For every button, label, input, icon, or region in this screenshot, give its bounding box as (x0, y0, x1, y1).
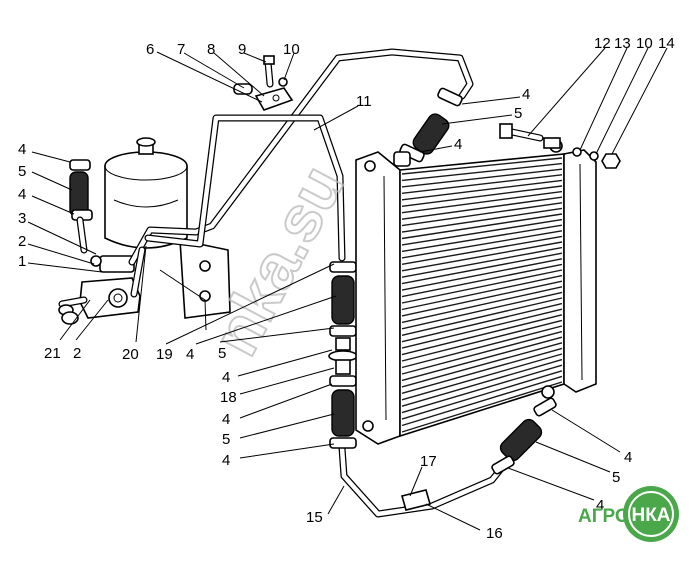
radiator-fin (401, 218, 563, 246)
callout-2-left: 2 (18, 233, 26, 250)
callout-4-right-a: 4 (624, 449, 632, 466)
callout-4-upper-hose-b: 4 (454, 136, 462, 153)
radiator-fin (401, 375, 563, 427)
callout-12: 12 (594, 35, 611, 52)
radiator-fin (401, 224, 563, 253)
callout-4-right-b: 4 (596, 497, 604, 514)
callout-16: 16 (486, 525, 503, 542)
radiator-fin (401, 213, 563, 240)
bolt-21 (61, 311, 79, 325)
callout-14: 14 (658, 35, 675, 52)
radiator-fins (401, 157, 563, 433)
callout-17: 17 (420, 453, 437, 470)
radiator-fin (401, 302, 563, 343)
callout-4-lower-b: 4 (222, 452, 230, 469)
radiator-fin (401, 325, 563, 369)
callout-9: 9 (238, 41, 246, 58)
fastener-set-top (233, 55, 294, 111)
radiator-fin (401, 342, 563, 388)
radiator-fin (401, 235, 563, 265)
callout-4-upper-hose-a: 4 (522, 86, 530, 103)
radiator-fin (401, 370, 563, 420)
upper-hose (399, 87, 463, 163)
radiator-fin (401, 297, 563, 336)
callout-11: 11 (356, 93, 372, 110)
callout-5-mid: 5 (218, 345, 226, 362)
radiator-fin (401, 364, 563, 414)
callout-8: 8 (207, 41, 215, 58)
callout-5-upper-hose: 5 (514, 105, 522, 122)
radiator-fin (401, 314, 563, 356)
radiator (355, 137, 597, 445)
radiator-fin (401, 274, 563, 311)
radiator-fin (401, 291, 563, 330)
callout-5-right: 5 (612, 469, 620, 486)
pipe-clamp (401, 489, 431, 511)
radiator-fin (401, 230, 563, 259)
fastener-set-right (499, 123, 621, 169)
radiator-fin (401, 286, 563, 324)
callout-5-left: 5 (18, 163, 26, 180)
radiator-fin (401, 185, 563, 207)
radiator-fin (401, 347, 563, 394)
callout-4-mid-a: 4 (186, 346, 194, 363)
callout-19: 19 (156, 346, 173, 363)
callout-4-left-a: 4 (18, 141, 26, 158)
logo-right-text: НКА (631, 505, 670, 526)
pipes (128, 48, 504, 518)
radiator-fin (401, 190, 563, 214)
callout-4-mid-b: 4 (222, 369, 230, 386)
radiator-fin (401, 319, 563, 362)
radiator-fin (401, 308, 563, 349)
callout-13: 13 (614, 35, 631, 52)
callout-7: 7 (177, 41, 185, 58)
callout-1: 1 (18, 253, 26, 270)
callout-4-left-b: 4 (18, 186, 26, 203)
radiator-fin (401, 179, 563, 201)
mid-hose-upper (329, 261, 357, 337)
radiator-fin (401, 252, 563, 285)
logo-circle (623, 486, 679, 542)
radiator-fin (401, 246, 563, 278)
radiator-fin (401, 258, 563, 291)
radiator-fin (401, 381, 563, 433)
radiator-fin (401, 162, 563, 182)
callout-5-lower: 5 (222, 431, 230, 448)
radiator-fin (401, 263, 563, 298)
callout-numbers: 6 7 8 9 10 11 4 5 4 12 13 10 14 4 5 4 3 … (18, 35, 675, 542)
callout-4-lower-a: 4 (222, 411, 230, 428)
radiator-fin (401, 207, 563, 233)
callout-20: 20 (122, 346, 139, 363)
radiator-fin (401, 330, 563, 375)
radiator-fin (401, 280, 563, 317)
lower-right-hose (491, 397, 557, 475)
leader-lines (27, 47, 668, 531)
agronka-logo: АГРО НКА (578, 486, 679, 542)
left-hose-assembly (69, 159, 93, 254)
mid-coupling (328, 337, 358, 375)
callout-2-bottom: 2 (73, 345, 81, 362)
callout-6: 6 (146, 41, 154, 58)
callout-18: 18 (220, 389, 237, 406)
mid-hose-lower (329, 375, 357, 449)
radiator-fin (401, 157, 563, 175)
radiator-fin (401, 174, 563, 194)
radiator-fin (401, 241, 563, 272)
callout-21: 21 (44, 345, 61, 362)
radiator-fin (401, 358, 563, 407)
radiator-fin (401, 202, 563, 227)
callout-10-right: 10 (636, 35, 653, 52)
logo-left-text: АГРО (578, 506, 630, 527)
callout-15: 15 (306, 509, 323, 526)
callout-10-top: 10 (283, 41, 300, 58)
radiator-fin (401, 168, 563, 188)
callout-3: 3 (18, 210, 26, 227)
radiator-fin (401, 336, 563, 382)
valve-block (58, 255, 141, 319)
radiator-fin (401, 196, 563, 220)
tank-bracket (159, 239, 231, 331)
radiator-fin (401, 353, 563, 401)
radiator-fin (401, 269, 563, 304)
